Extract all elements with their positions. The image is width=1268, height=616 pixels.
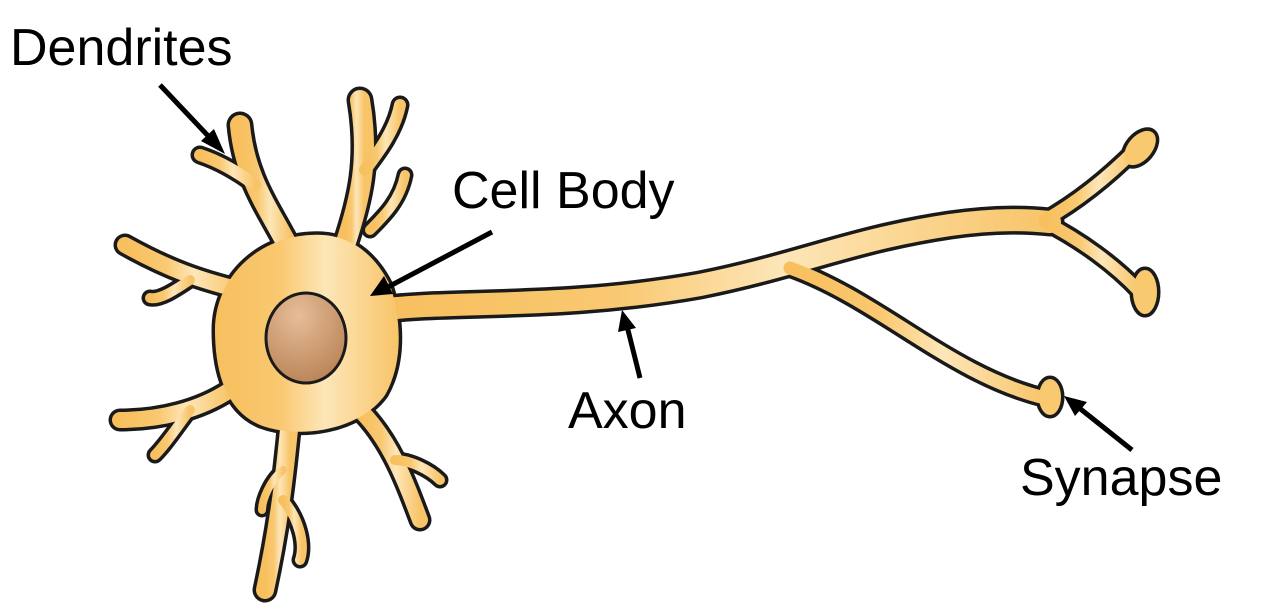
synapse-arrowhead bbox=[1064, 396, 1087, 416]
dendrites-arrow bbox=[158, 83, 214, 142]
label-cell-body: Cell Body bbox=[452, 162, 675, 220]
cell-body-arrow bbox=[386, 229, 494, 290]
label-synapse: Synapse bbox=[1020, 449, 1223, 507]
nucleus bbox=[264, 291, 348, 385]
cell-body-arrowhead bbox=[370, 276, 393, 296]
synapse-arrow bbox=[1076, 405, 1134, 452]
dendrites-arrowhead bbox=[201, 129, 225, 154]
axon-arrow bbox=[624, 325, 643, 379]
axon-arrowhead bbox=[618, 310, 636, 332]
label-dendrites: Dendrites bbox=[10, 19, 233, 77]
pointer-arrows bbox=[158, 83, 1134, 452]
label-axon: Axon bbox=[568, 382, 687, 440]
